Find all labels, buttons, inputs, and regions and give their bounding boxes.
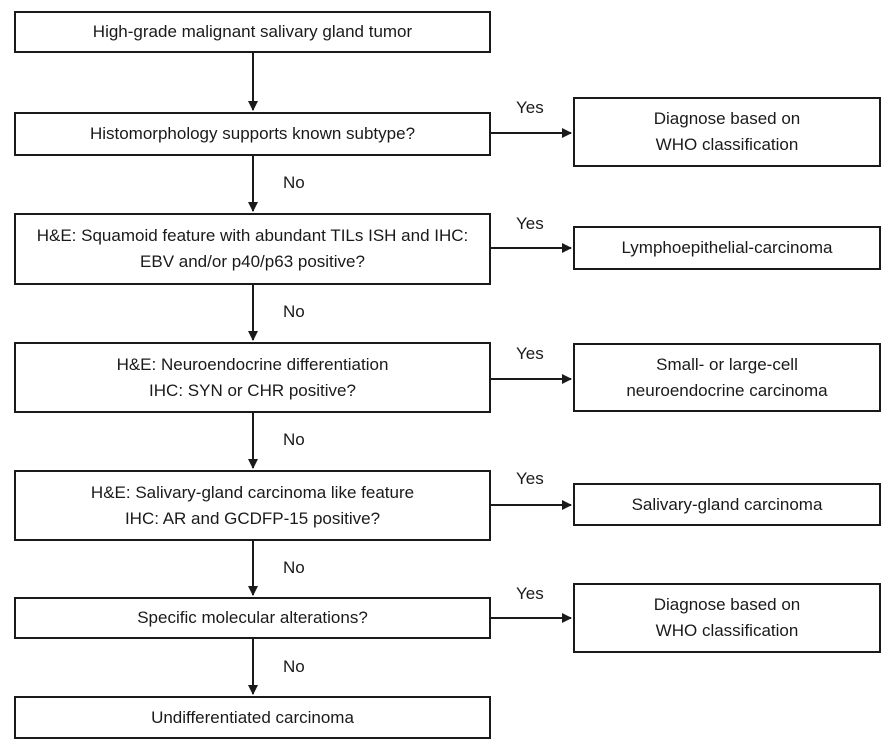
result-salivary-gland-carcinoma-text: Salivary-gland carcinoma [631,494,823,514]
result-neuroendocrine-carcinoma-line1: Small- or large-cell [656,354,798,374]
decision-squamoid-ebv: H&E: Squamoid feature with abundant TILs… [14,213,491,285]
decision-neuroendocrine-line2: IHC: SYN or CHR positive? [149,380,356,400]
decision-squamoid-ebv-line1: H&E: Squamoid feature with abundant TILs… [36,226,469,245]
decision-salivary-gland-feature: H&E: Salivary-gland carcinoma like featu… [14,470,491,541]
no-label-3: No [283,430,305,449]
result-who-classification-2: Diagnose based on WHO classification [573,583,881,653]
decision-squamoid-ebv-line2: EBV and/or p40/p63 positive? [140,252,365,271]
decision-salivary-gland-feature-line1: H&E: Salivary-gland carcinoma like featu… [90,482,415,502]
result-who-classification-1-line1: Diagnose based on [653,109,801,128]
result-lymphoepithelial-carcinoma: Lymphoepithelial-carcinoma [573,226,881,270]
end-node: Undifferentiated carcinoma [14,696,491,739]
decision-salivary-gland-feature-line2: IHC: AR and GCDFP-15 positive? [124,508,381,528]
no-label-1: No [283,173,305,192]
decision-molecular-alterations-text: Specific molecular alterations? [137,608,368,627]
decision-neuroendocrine: H&E: Neuroendocrine differentiation IHC:… [14,342,491,413]
decision-histomorphology: Histomorphology supports known subtype? [14,112,491,156]
result-who-classification-1-line2: WHO classification [655,135,799,154]
result-neuroendocrine-carcinoma: Small- or large-cell neuroendocrine carc… [573,343,881,412]
start-node: High-grade malignant salivary gland tumo… [14,11,491,53]
result-who-classification-2-line1: Diagnose based on [653,595,801,614]
end-node-text: Undifferentiated carcinoma [151,707,354,727]
result-neuroendocrine-carcinoma-line2: neuroendocrine carcinoma [626,380,828,400]
decision-neuroendocrine-line1: H&E: Neuroendocrine differentiation [116,354,389,374]
start-node-text: High-grade malignant salivary gland tumo… [92,22,413,41]
result-lymphoepithelial-carcinoma-text: Lymphoepithelial-carcinoma [621,238,833,257]
yes-label-4: Yes [516,469,544,488]
yes-label-3: Yes [516,344,544,363]
result-who-classification-1: Diagnose based on WHO classification [573,97,881,167]
no-label-2: No [283,302,305,321]
yes-label-2: Yes [516,214,544,233]
yes-label-5: Yes [516,584,544,603]
no-label-5: No [283,657,305,676]
decision-histomorphology-text: Histomorphology supports known subtype? [89,124,416,143]
no-label-4: No [283,558,305,577]
yes-label-1: Yes [516,98,544,117]
result-salivary-gland-carcinoma: Salivary-gland carcinoma [573,483,881,526]
result-who-classification-2-line2: WHO classification [655,621,799,640]
decision-molecular-alterations: Specific molecular alterations? [14,597,491,639]
